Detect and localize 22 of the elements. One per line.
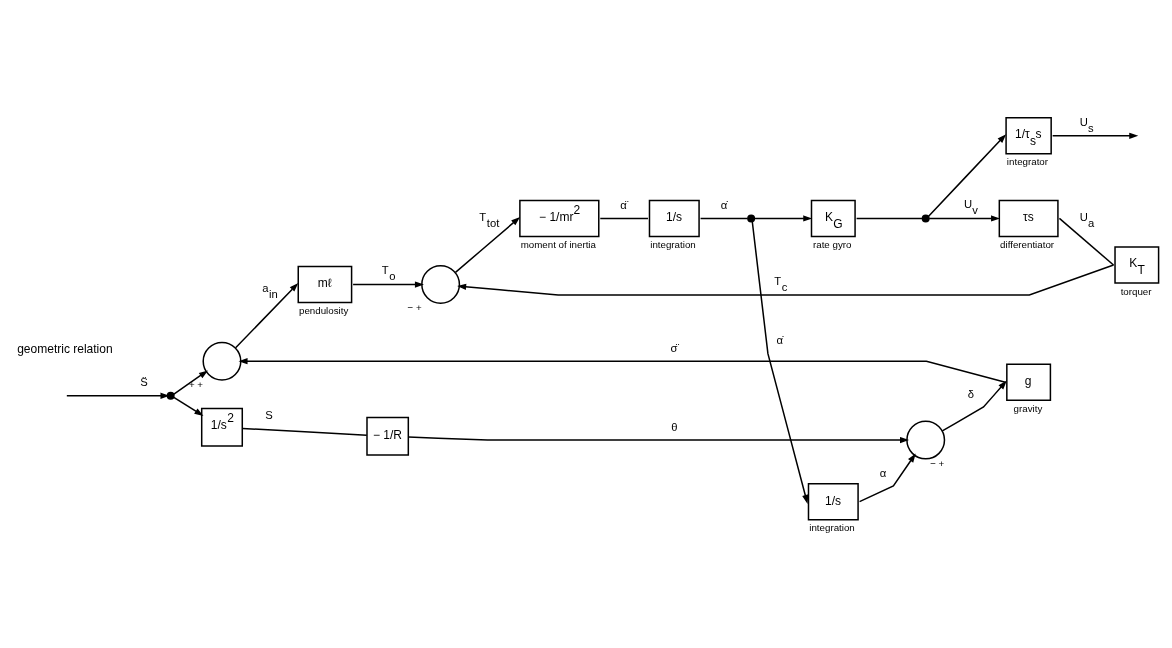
edge-label: S̈ xyxy=(140,376,148,389)
node-label: − + xyxy=(407,302,422,314)
label: geometric relation xyxy=(17,341,113,356)
node-label: differentiator xyxy=(1000,239,1055,251)
node-label: rate gyro xyxy=(813,239,852,251)
edge-label: α xyxy=(879,466,887,479)
node-label: torquer xyxy=(1120,285,1152,297)
node-label: gravity xyxy=(1013,402,1043,414)
node-label: − + xyxy=(930,457,945,469)
node-label: integration xyxy=(809,522,855,534)
edge-label: σ̈ xyxy=(670,341,678,354)
edge-label: α̇ xyxy=(776,334,784,347)
edge-label: δ xyxy=(967,387,975,400)
edge-label: α̇ xyxy=(720,199,728,212)
edge-label: S xyxy=(265,409,273,422)
node-label: integration xyxy=(650,239,696,251)
node-label: integrator xyxy=(1006,156,1049,168)
node-label: + + xyxy=(188,378,204,390)
node-label: moment of inertia xyxy=(520,239,596,251)
edge-label: θ xyxy=(671,420,678,433)
edge-label: α̈ xyxy=(620,199,627,212)
node-label: pendulosity xyxy=(299,305,349,317)
